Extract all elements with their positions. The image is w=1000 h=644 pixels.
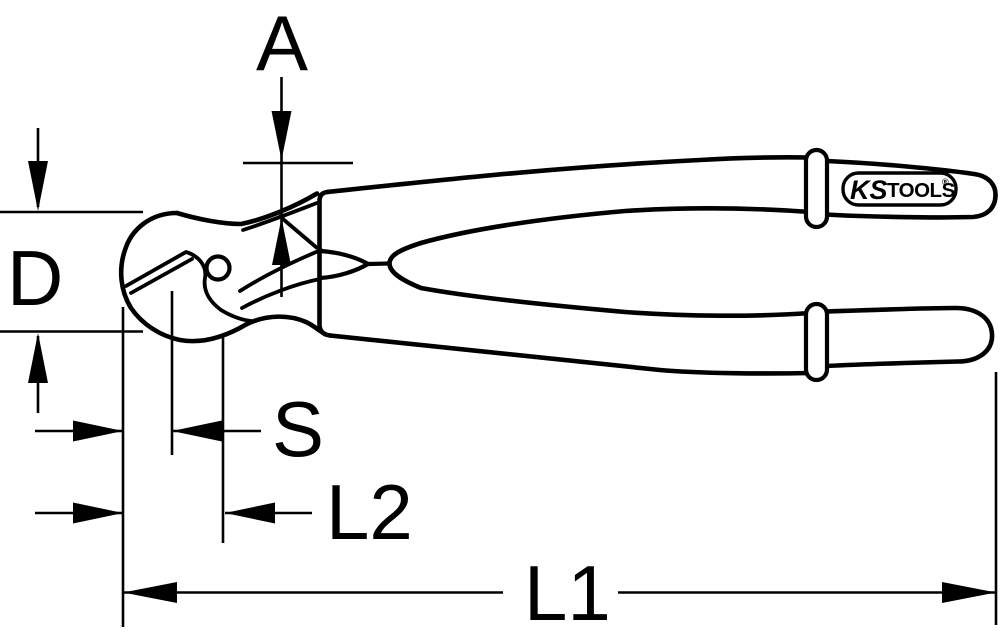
dim-a-label: A: [256, 0, 308, 87]
upper-arm-top-edge: [324, 155, 813, 195]
registered-mark-icon: ®: [942, 177, 949, 187]
dim-l2-arrow-left-icon: [225, 502, 275, 524]
dim-s-arrow-right-icon: [73, 420, 123, 442]
lower-arm-inner-edge: [418, 285, 813, 319]
logo-tools-text: TOOLS: [887, 179, 955, 202]
lower-grip-collar: [803, 301, 830, 383]
dim-s-label: S: [272, 385, 324, 473]
inner-hairpin-joint: [387, 240, 424, 291]
brand-logo: KS TOOLS ®: [850, 175, 955, 205]
dim-a-arrow-down-icon: [271, 111, 292, 160]
dim-s-arrow-left-icon: [172, 420, 222, 442]
head-outline: [118, 210, 324, 344]
lower-jaw-edge-1: [238, 248, 323, 293]
handle-left-edge: [317, 189, 333, 338]
dim-d-label: D: [7, 234, 63, 322]
head-top-edge: [174, 191, 320, 227]
dim-d-arrow-up-icon: [28, 333, 48, 383]
lens-joint-top-arc: [317, 248, 371, 267]
cutting-slot-lower-edge: [129, 257, 194, 295]
cutting-slot-upper-edge: [124, 250, 253, 323]
dim-d-arrow-down-icon: [28, 161, 48, 211]
lens-joint-connector: [365, 261, 392, 267]
blade-bevel-line: [278, 214, 319, 250]
dim-l2-arrow-right-icon: [73, 502, 123, 524]
dimension-annotations: [0, 77, 998, 627]
lower-grip: [823, 305, 995, 369]
pivot-hole: [204, 254, 232, 282]
dim-l1-arrow-left-icon: [123, 582, 177, 603]
lower-arm-bottom-edge: [327, 333, 813, 376]
dim-l2-label: L2: [326, 468, 413, 556]
dim-l1-arrow-right-icon: [942, 582, 996, 603]
dim-l1-label: L1: [524, 549, 611, 637]
upper-arm-inner-edge: [418, 205, 813, 246]
dimension-labels: A D S L2 L1: [7, 0, 611, 637]
upper-grip-collar: [803, 147, 830, 230]
logo-plate: [841, 171, 958, 207]
dim-a-arrow-up-icon: [272, 218, 291, 265]
logo-ks-text: KS: [850, 175, 888, 205]
lens-joint-bottom-arc: [317, 261, 371, 281]
